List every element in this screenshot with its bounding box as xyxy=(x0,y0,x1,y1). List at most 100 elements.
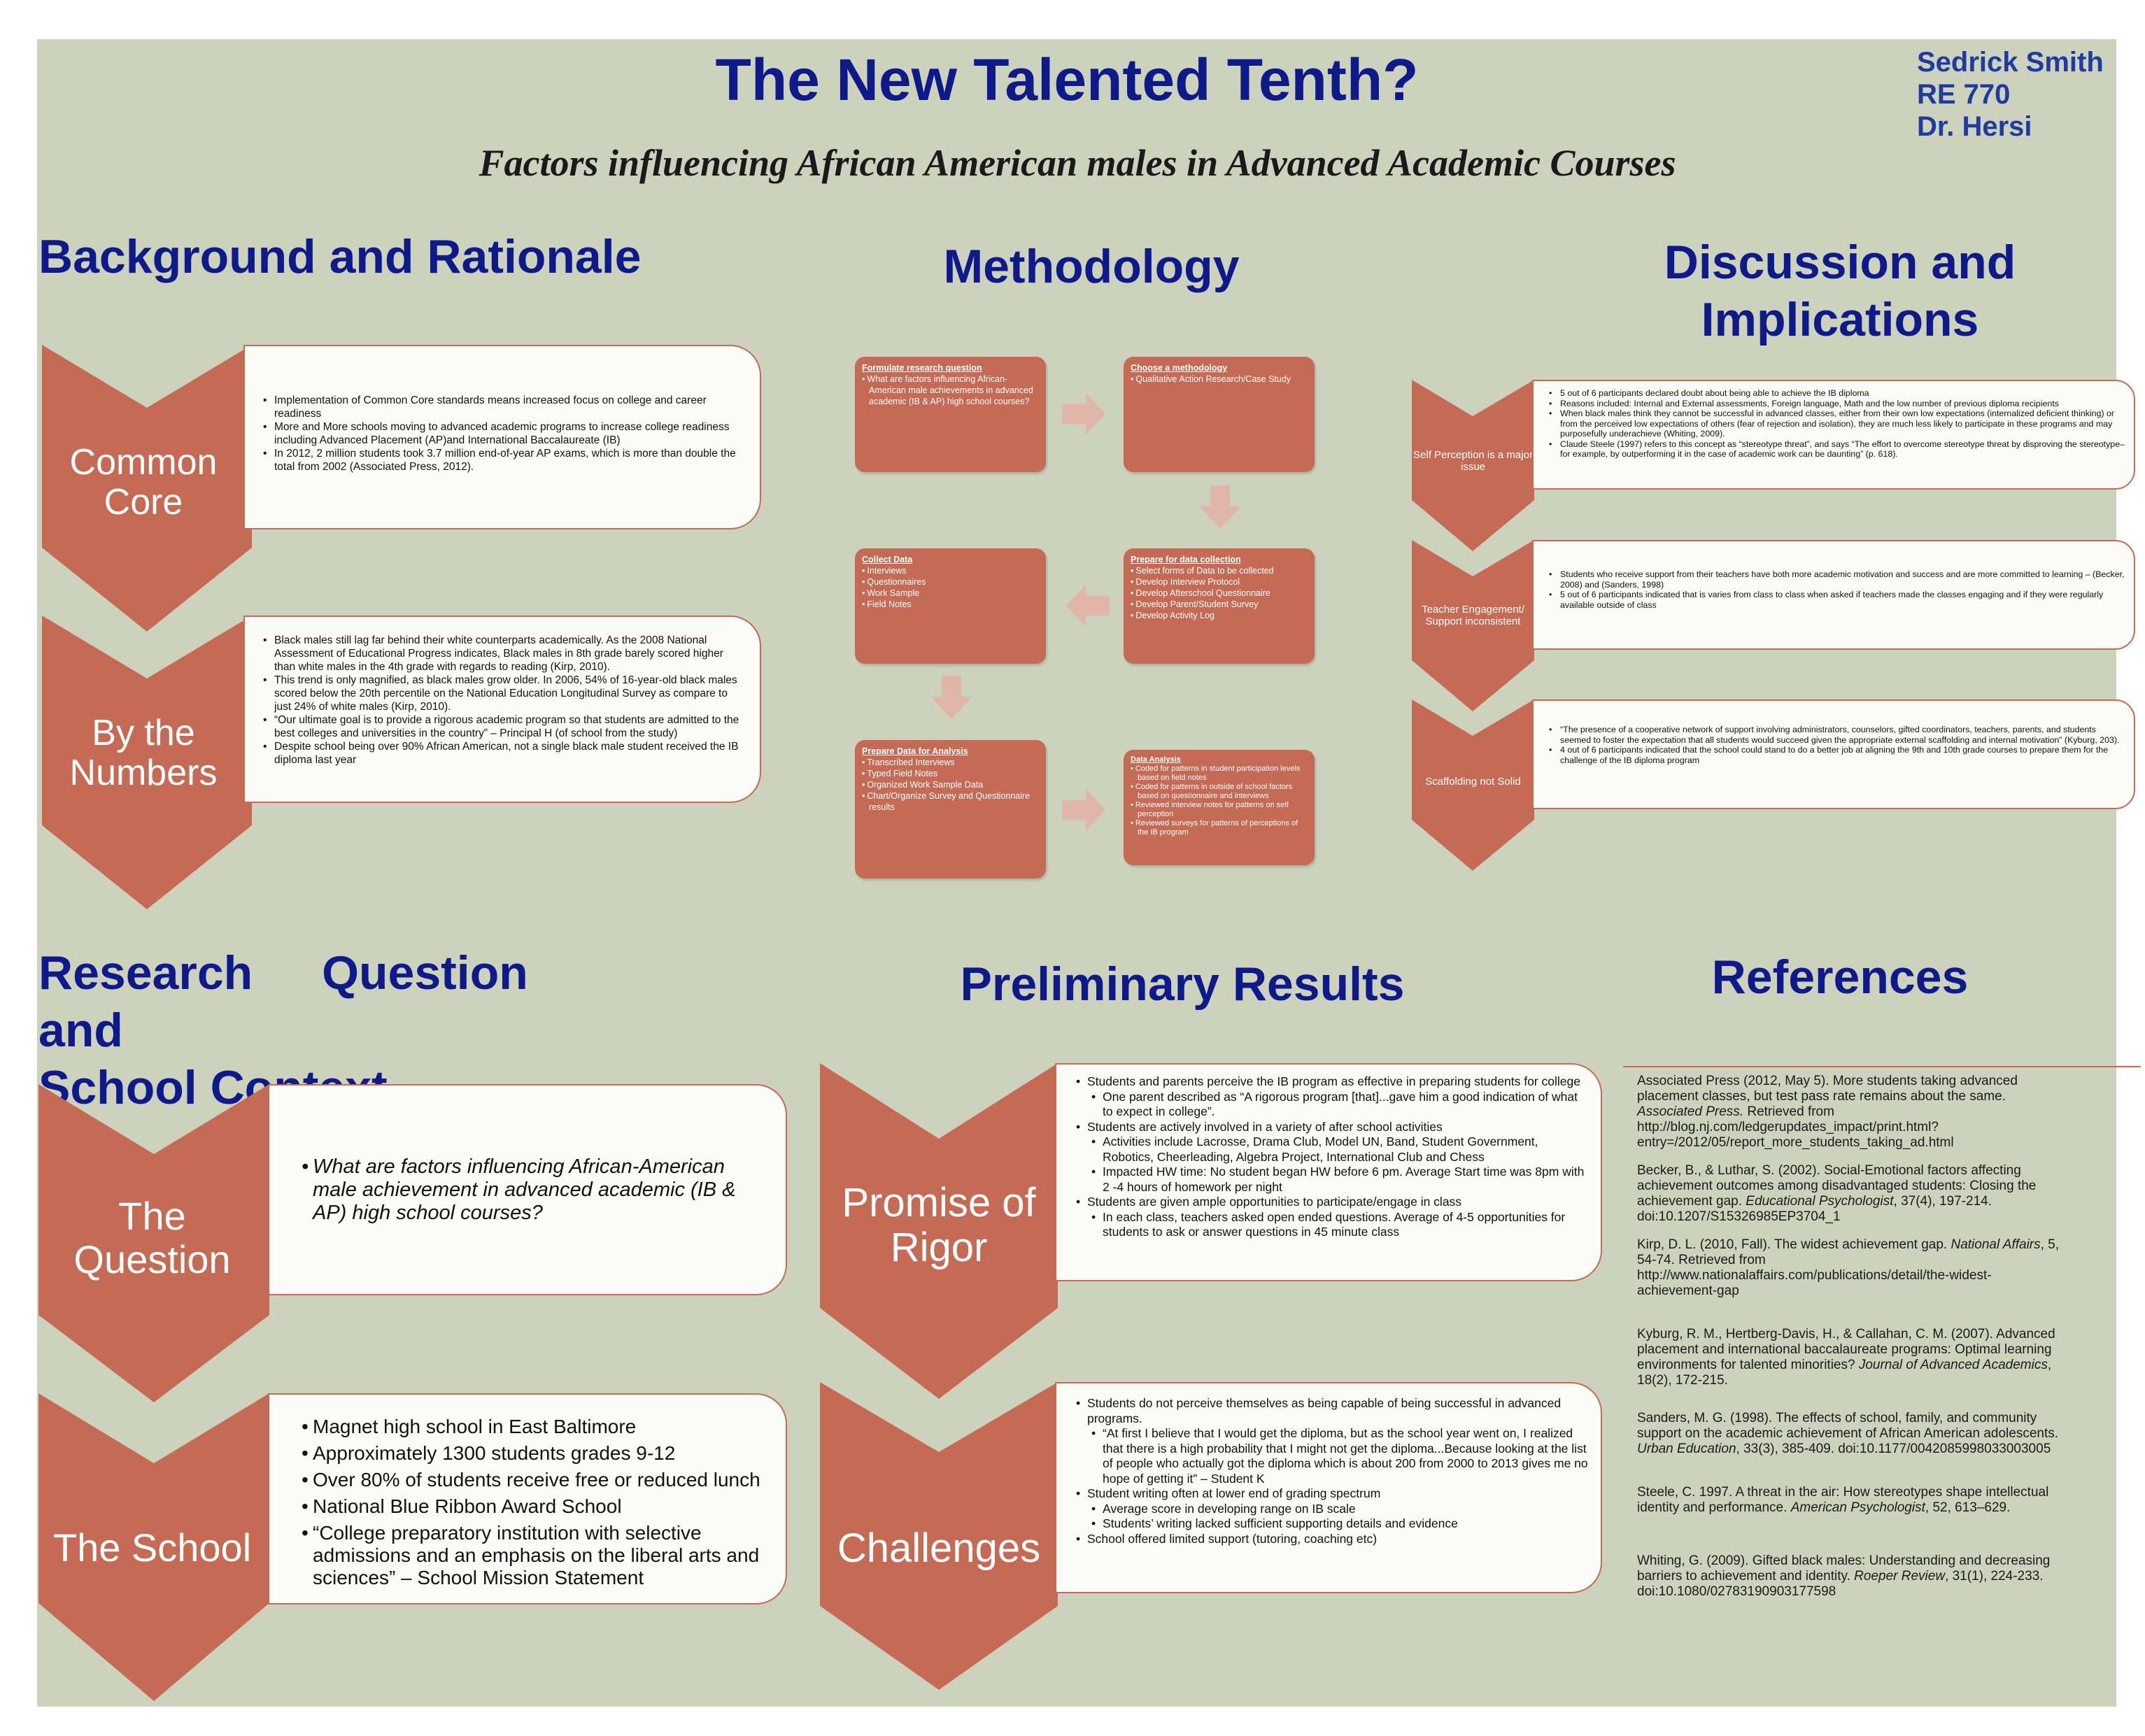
method-step-prepare-analysis: Prepare Data for Analysis Transcribed In… xyxy=(855,740,1046,878)
list-item: Reviewed interview notes for patterns on… xyxy=(1135,801,1308,819)
common-core-list: Implementation of Common Core standards … xyxy=(262,394,746,474)
scaffolding-label: Scaffolding not Solid xyxy=(1425,776,1521,788)
challenges-card: Students do not perceive themselves as b… xyxy=(1055,1382,1602,1593)
method-step-title: Collect Data xyxy=(862,555,913,564)
method-step-title: Choose a methodology xyxy=(1131,363,1228,373)
list-item: Students who receive support from their … xyxy=(1549,569,2125,590)
sub-list-item: Activities include Lacrosse, Drama Club,… xyxy=(1091,1134,1590,1165)
reference-entry: Sanders, M. G. (1998). The effects of sc… xyxy=(1637,1411,2059,1456)
by-numbers-label: By the Numbers xyxy=(69,713,218,794)
discussion-heading: Discussion and Implications xyxy=(1609,234,2071,348)
list-item: Coded for patterns in outside of school … xyxy=(1135,783,1308,801)
poster-title: The New Talented Tenth? xyxy=(715,47,1419,113)
references-list: Associated Press (2012, May 5). More stu… xyxy=(1637,1074,2071,1600)
challenges-list: Students do not perceive themselves as b… xyxy=(1075,1396,1590,1546)
common-core-chevron: Common Core xyxy=(42,345,252,632)
method-step-collect: Collect Data Interviews Questionnaires W… xyxy=(855,548,1046,664)
sub-list-item: Average score in developing range on IB … xyxy=(1091,1502,1590,1517)
list-item: What are factors influencing African-Ame… xyxy=(867,373,1039,407)
list-item: Student writing often at lower end of gr… xyxy=(1076,1486,1590,1502)
arrow-right-icon xyxy=(1062,393,1105,435)
discussion-heading-line2: Implications xyxy=(1701,293,1979,346)
school-card: Magnet high school in East Baltimore App… xyxy=(268,1393,787,1605)
list-item: Develop Interview Protocol xyxy=(1135,576,1308,588)
sub-list-item: “At first I believe that I would get the… xyxy=(1091,1426,1590,1486)
method-step-title: Prepare Data for Analysis xyxy=(862,746,968,756)
list-item: Magnet high school in East Baltimore xyxy=(302,1416,772,1438)
list-item: Qualitative Action Research/Case Study xyxy=(1135,373,1308,385)
challenges-label: Challenges xyxy=(837,1525,1041,1571)
discussion-heading-line1: Discussion and xyxy=(1664,236,2016,289)
list-item: Work Sample xyxy=(867,588,1039,599)
list-item: “The presence of a cooperative network o… xyxy=(1549,725,2125,745)
list-item: Coded for patterns in student participat… xyxy=(1135,764,1308,783)
method-step-prepare-collection: Prepare for data collection Select forms… xyxy=(1124,548,1315,664)
teacher-engagement-card: Students who receive support from their … xyxy=(1532,540,2135,650)
list-item: 5 out of 6 participants indicated that i… xyxy=(1549,590,2125,610)
sub-list-item: In each class, teachers asked open ended… xyxy=(1091,1210,1590,1240)
list-item: Approximately 1300 students grades 9-12 xyxy=(302,1442,772,1465)
author-name: Sedrick Smith xyxy=(1917,47,2104,78)
list-item: Reasons included: Internal and External … xyxy=(1549,399,2125,409)
question-chevron: The Question xyxy=(38,1084,269,1402)
question-card: What are factors influencing African-Ame… xyxy=(268,1084,787,1295)
list-item: This trend is only magnified, as black m… xyxy=(263,674,746,713)
school-list: Magnet high school in East Baltimore App… xyxy=(300,1416,772,1589)
teacher-engagement-list: Students who receive support from their … xyxy=(1548,569,2125,610)
list-item: Claude Steele (1997) refers to this conc… xyxy=(1549,439,2125,460)
scaffolding-chevron: Scaffolding not Solid xyxy=(1412,699,1534,871)
common-core-card: Implementation of Common Core standards … xyxy=(243,345,761,529)
by-numbers-list: Black males still lag far behind their w… xyxy=(262,634,746,767)
method-step-analysis: Data Analysis Coded for patterns in stud… xyxy=(1124,750,1315,865)
list-item: Questionnaires xyxy=(867,576,1039,588)
list-item: Students are actively involved in a vari… xyxy=(1076,1120,1590,1135)
arrow-left-icon xyxy=(1066,585,1110,627)
scaffolding-card: “The presence of a cooperative network o… xyxy=(1532,699,2135,809)
list-item: Develop Parent/Student Survey xyxy=(1135,599,1308,610)
list-item: Reviewed surveys for patterns of percept… xyxy=(1135,819,1308,837)
method-step-formulate: Formulate research question What are fac… xyxy=(855,357,1046,472)
reference-entry: Becker, B., & Luthar, S. (2002). Social-… xyxy=(1637,1163,2037,1224)
list-item: 4 out of 6 participants indicated that t… xyxy=(1549,745,2125,765)
teacher-engagement-chevron: Teacher Engagement/ Support inconsistent xyxy=(1412,540,1534,711)
research-question-text: What are factors influencing African-Ame… xyxy=(302,1155,769,1225)
common-core-label: Common Core xyxy=(69,442,218,523)
list-item: Field Notes xyxy=(867,599,1039,610)
list-item: “Our ultimate goal is to provide a rigor… xyxy=(263,713,746,740)
list-item: Organized Work Sample Data xyxy=(867,779,1039,790)
list-item: Students do not perceive themselves as b… xyxy=(1076,1396,1590,1426)
list-item: In 2012, 2 million students took 3.7 mil… xyxy=(263,447,746,474)
list-item: Select forms of Data to be collected xyxy=(1135,565,1308,576)
by-numbers-card: Black males still lag far behind their w… xyxy=(243,616,761,803)
list-item: Chart/Organize Survey and Questionnaire … xyxy=(867,790,1039,813)
research-heading-line1: Research Question and xyxy=(38,946,528,1057)
list-item: Students are given ample opportunities t… xyxy=(1076,1195,1590,1210)
list-item: More and More schools moving to advanced… xyxy=(263,420,746,447)
school-chevron: The School xyxy=(38,1393,269,1701)
method-step-title: Formulate research question xyxy=(862,363,982,373)
references-divider xyxy=(1623,1066,2141,1067)
reference-entry: Steele, C. 1997. A threat in the air: Ho… xyxy=(1637,1485,2049,1515)
scaffolding-list: “The presence of a cooperative network o… xyxy=(1548,725,2125,765)
references-heading: References xyxy=(1711,951,1969,1004)
self-perception-card: 5 out of 6 participants declared doubt a… xyxy=(1532,380,2135,490)
author-block: Sedrick Smith RE 770 Dr. Hersi xyxy=(1917,46,2104,143)
list-item: Implementation of Common Core standards … xyxy=(263,394,746,420)
rigor-list: Students and parents perceive the IB pro… xyxy=(1075,1074,1590,1240)
teacher-engagement-label: Teacher Engagement/ Support inconsistent xyxy=(1422,604,1524,627)
results-heading: Preliminary Results xyxy=(960,958,1405,1011)
list-item: When black males think they cannot be su… xyxy=(1549,408,2125,439)
list-item: Over 80% of students receive free or red… xyxy=(302,1469,772,1491)
list-item: Despite school being over 90% African Am… xyxy=(263,740,746,767)
list-item: Develop Afterschool Questionnaire xyxy=(1135,588,1308,599)
list-item: “College preparatory institution with se… xyxy=(302,1522,772,1589)
instructor-name: Dr. Hersi xyxy=(1917,111,2032,142)
list-item: Transcribed Interviews xyxy=(867,757,1039,768)
method-step-title: Data Analysis xyxy=(1131,755,1181,764)
poster-subtitle: Factors influencing African American mal… xyxy=(479,142,1676,184)
reference-entry: Kyburg, R. M., Hertberg-Davis, H., & Cal… xyxy=(1637,1327,2055,1388)
method-step-title: Prepare for data collection xyxy=(1131,555,1241,564)
challenges-chevron: Challenges xyxy=(820,1382,1058,1690)
by-numbers-chevron: By the Numbers xyxy=(42,616,252,909)
sub-list-item: Students’ writing lacked sufficient supp… xyxy=(1091,1516,1590,1532)
